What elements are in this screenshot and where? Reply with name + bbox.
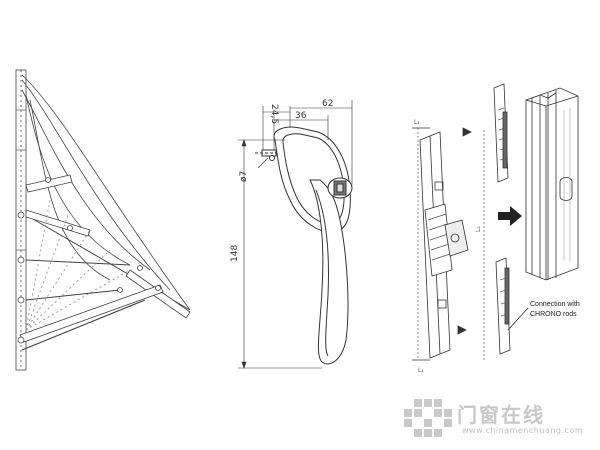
dim-height-label: 148: [230, 245, 240, 262]
handle-lever: [309, 179, 349, 365]
handle-dimension-lines: [238, 100, 353, 369]
arm-curve-1: [21, 74, 191, 311]
rod-connection-callout: Connection with CHRONO rods: [530, 300, 580, 320]
site-watermark: 门窗在线 www.chinamenchuang.com: [400, 393, 590, 441]
profile-slot: [559, 177, 573, 201]
dim-spindle-label: ø7: [239, 171, 249, 182]
assembly-arrow: [498, 206, 522, 226]
dim-spacing-label: 36: [295, 111, 307, 121]
dim-offset-label: 24,5: [269, 104, 279, 124]
watermark-logo-icon: [404, 399, 452, 437]
window-profile-drawing: [525, 87, 579, 281]
gearbox-bottom-mark: L₁: [418, 367, 424, 374]
watermark-url: www.chinamenchuang.com: [462, 426, 584, 435]
window-handle-drawing: [255, 126, 353, 365]
espagnolette-gearbox-drawing: [412, 127, 485, 361]
dim-width-label: 62: [322, 99, 333, 109]
spindle: [261, 149, 277, 157]
callout-line-2: CHRONO rods: [530, 311, 577, 318]
extension-rods-drawing: [493, 83, 529, 355]
friction-stay-linkage-drawing: [15, 69, 191, 371]
callout-line-1: Connection with: [530, 301, 580, 308]
gearbox-mid-mark: L₂: [475, 226, 482, 232]
gearbox-top-mark: L₁: [414, 119, 420, 126]
watermark-logo-text: 门窗在线: [457, 403, 545, 427]
